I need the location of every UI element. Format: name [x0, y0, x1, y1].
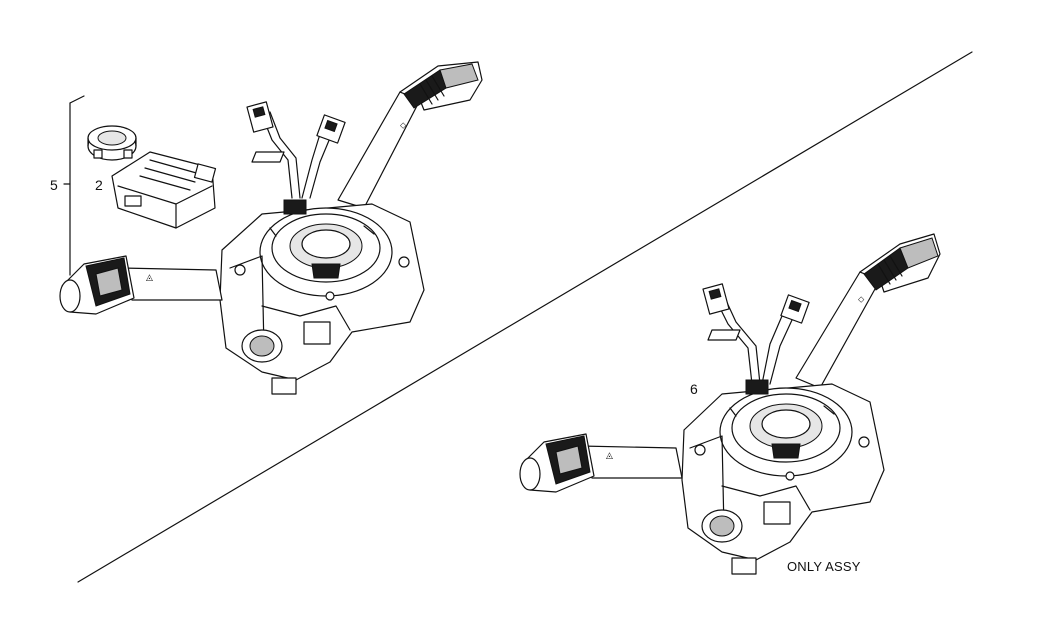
- callout-label-5: 5: [50, 177, 58, 193]
- svg-text:⬦: ⬦: [858, 295, 865, 305]
- callout-label-6: 6: [690, 381, 698, 397]
- separator-line: [77, 51, 973, 583]
- only-assy-note: ONLY ASSY: [787, 559, 861, 574]
- svg-text:◬: ◬: [606, 451, 613, 461]
- callout-label-2: 2: [95, 177, 103, 193]
- svg-text:◬: ◬: [146, 273, 153, 283]
- sensor-module-part: [87, 125, 217, 229]
- combination-switch-assembly-left: ⬦ ◬: [59, 61, 483, 395]
- callout-5-bracket: [63, 95, 85, 276]
- svg-text:⬦: ⬦: [400, 121, 407, 131]
- combination-switch-assembly-right: ⬦ ◬: [519, 233, 941, 575]
